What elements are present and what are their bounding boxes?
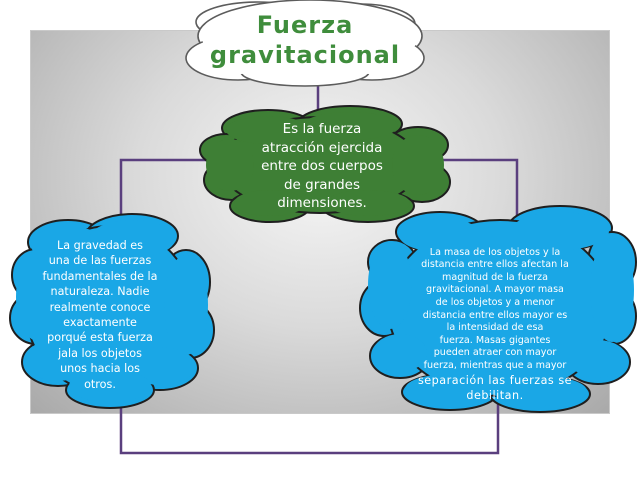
- right-node-tail-text: separación las fuerzas se debilitan.: [417, 373, 573, 403]
- left-node-text: La gravedad es una de las fuerzas fundam…: [42, 239, 158, 391]
- connector-bottom: [119, 393, 500, 455]
- center-node-text: Es la fuerza atracción ejercida entre do…: [261, 121, 383, 211]
- right-node-text: La masa de los objetos y la distancia en…: [395, 234, 595, 416]
- connector-center-left: [119, 158, 228, 225]
- diagram-title: Fuerza gravitacional: [209, 11, 401, 69]
- connector-center-right: [412, 158, 519, 218]
- right-node-main-text: La masa de los objetos y la distancia en…: [421, 246, 569, 371]
